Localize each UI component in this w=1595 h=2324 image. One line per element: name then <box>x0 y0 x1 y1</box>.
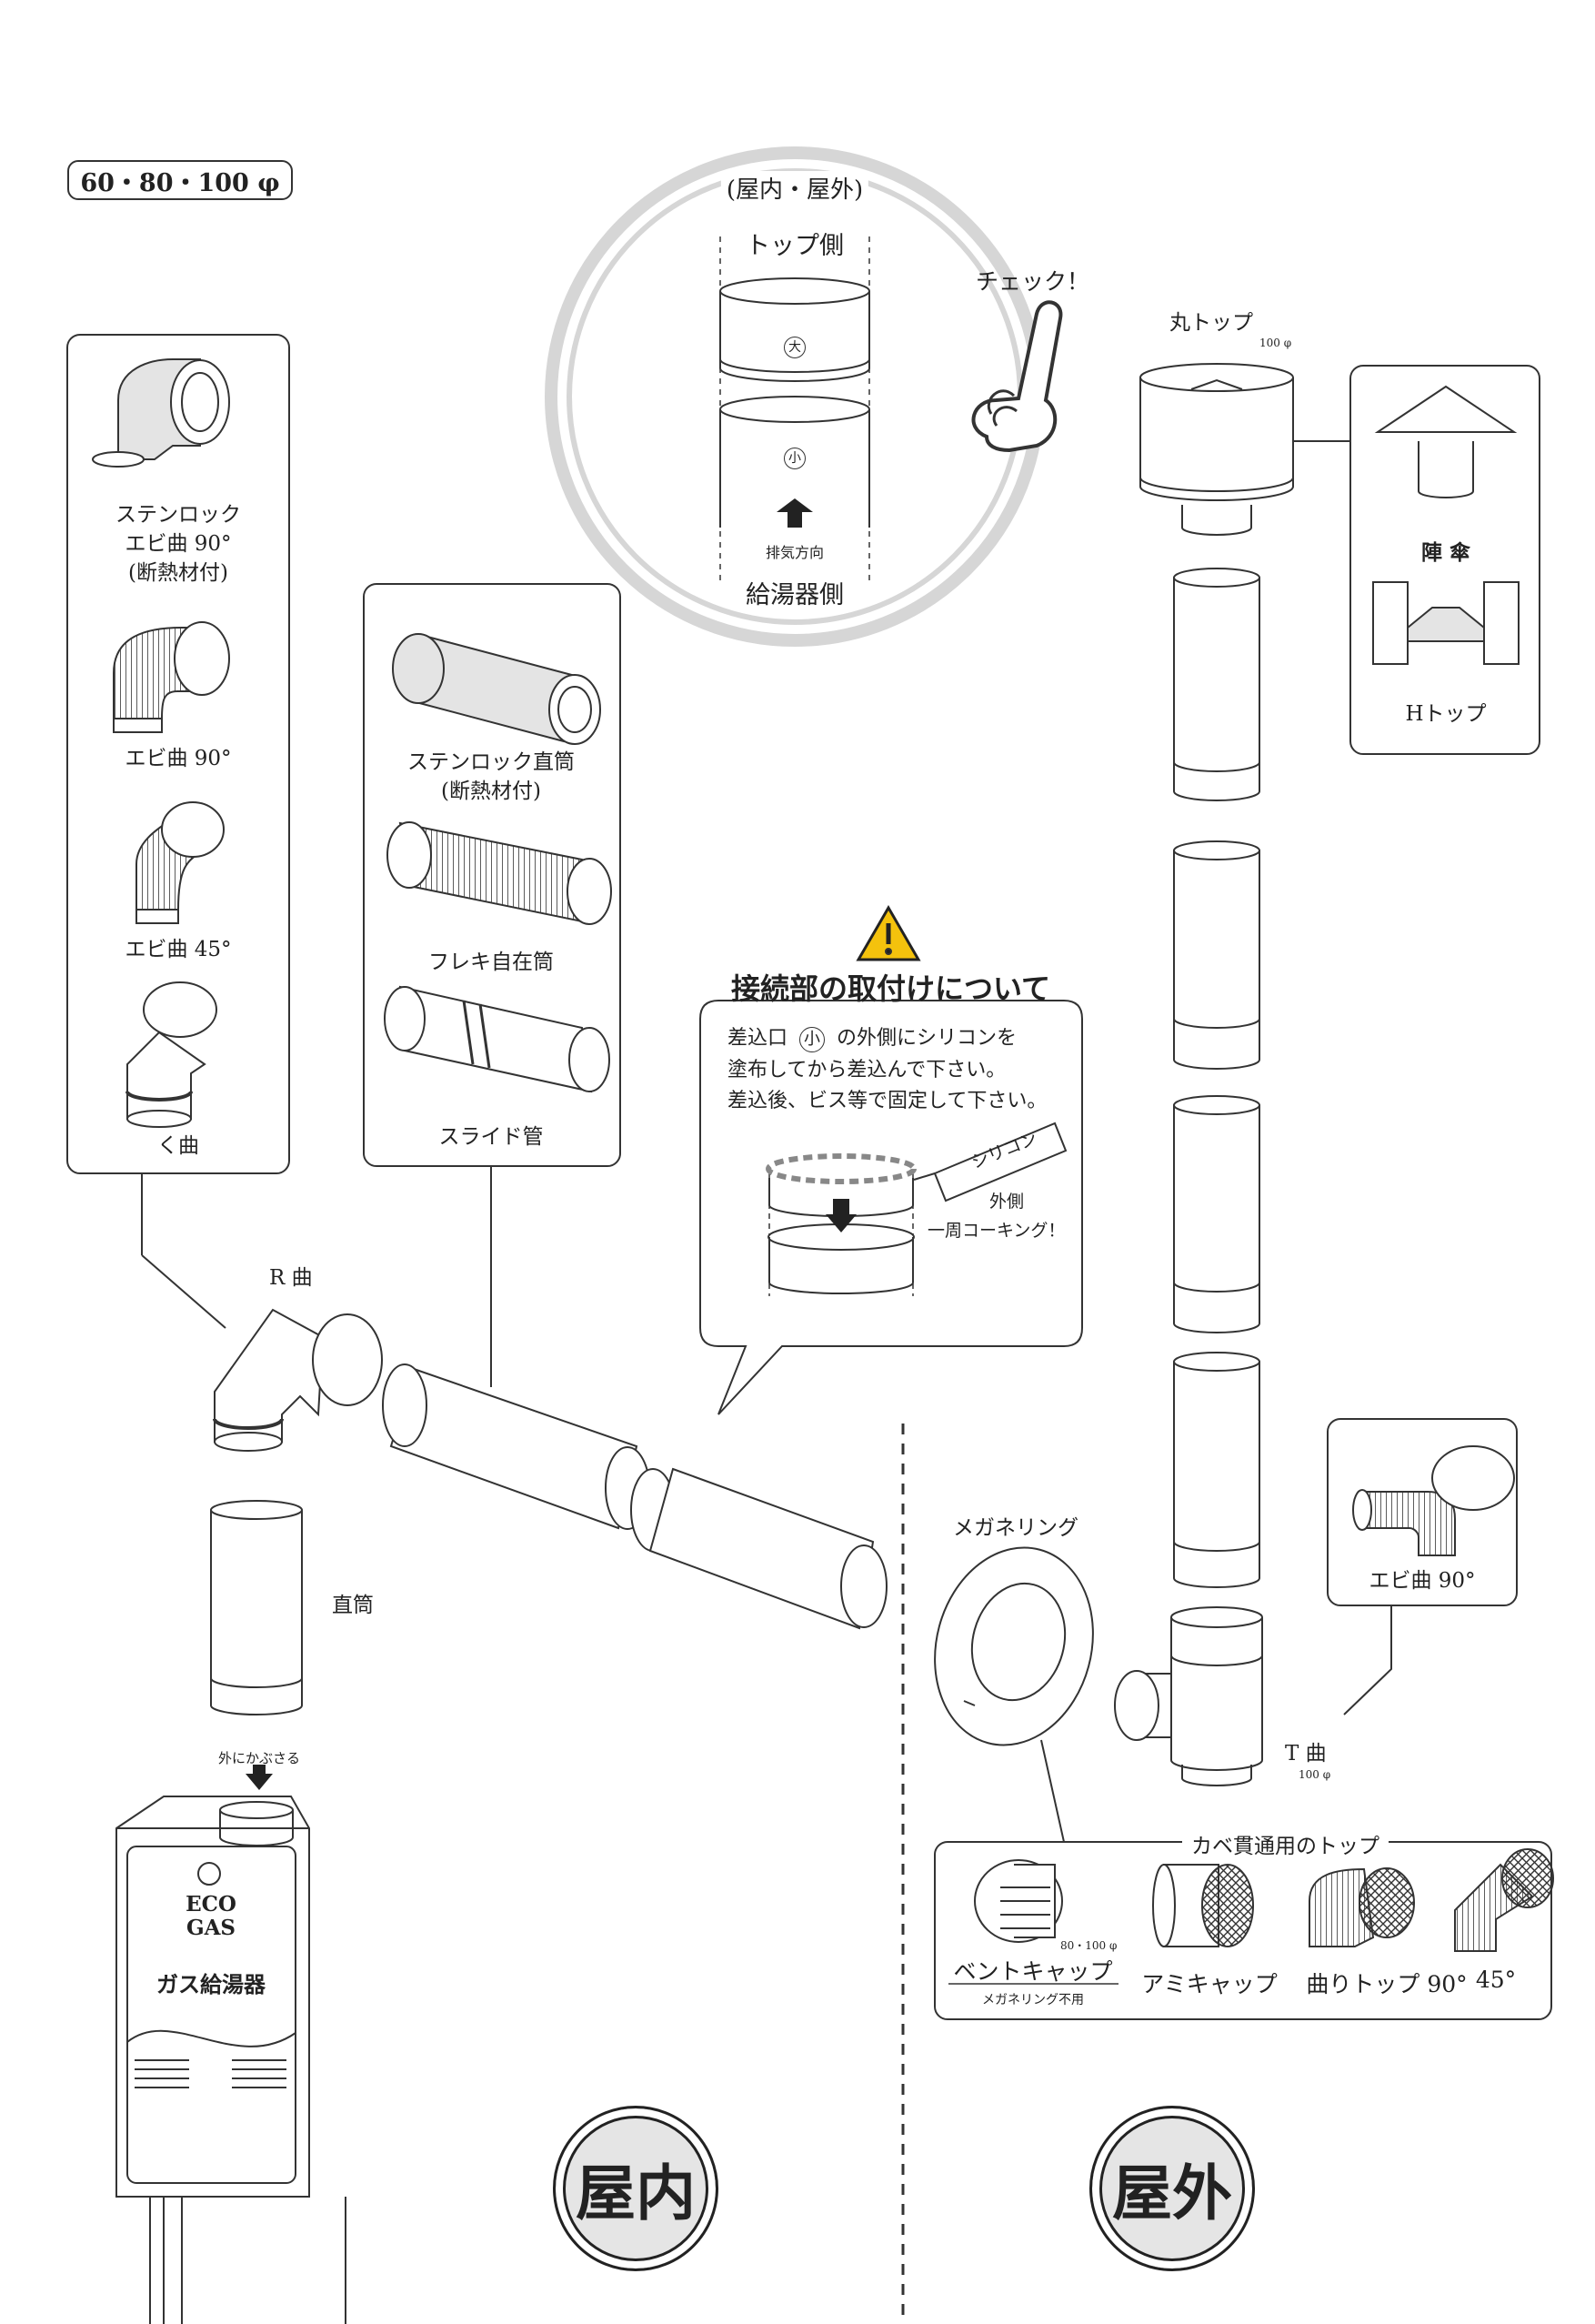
h-top-label: Hトップ <box>1405 702 1487 726</box>
indoor-straight-pipe <box>210 1500 303 1715</box>
flex-pipe <box>386 821 612 925</box>
caulking-label: 一周コーキング！ <box>928 1221 1066 1241</box>
small-mark: 小 <box>784 448 806 469</box>
jingasa <box>1374 385 1518 498</box>
indoor-badge: 屋内 <box>553 2106 718 2271</box>
slide-pipe <box>384 985 610 1093</box>
caution-line-2: 塗布してから差込んで下さい。 <box>727 1059 1007 1082</box>
flex-elbow-45 <box>135 801 225 924</box>
h-top <box>1372 581 1520 665</box>
insulated-straight-pipe <box>392 633 601 745</box>
size-pill: 60・80・100 φ <box>67 160 293 200</box>
ku-elbow <box>125 981 217 1128</box>
middle-item-2-label: フレキ自在筒 <box>428 951 554 974</box>
top-side-label: トップ側 <box>746 232 844 260</box>
middle-item-1-label2: (断熱材付) <box>441 780 541 803</box>
caution-line-3: 差込後、ビス等で固定して下さい。 <box>727 1090 1048 1112</box>
t-bend <box>1114 1606 1263 1786</box>
t-bend-label: T 曲 <box>1285 1742 1327 1766</box>
caution-line-1: 差込口 小 の外側にシリコンを <box>727 1021 1017 1052</box>
left-parts-panel <box>66 334 290 1174</box>
cover-arrow <box>246 1765 273 1790</box>
middle-item-3-label: スライド管 <box>438 1125 544 1149</box>
vent-cap-size: 80・100 φ <box>1060 1939 1118 1952</box>
heater-brand-2: GAS <box>186 1916 236 1940</box>
ami-cap-label: アミキャップ <box>1141 1971 1278 1997</box>
exhaust-direction-label: 排気方向 <box>765 544 825 561</box>
bend-top-90 <box>1309 1867 1415 1947</box>
outdoor-badge: 屋外 <box>1089 2106 1255 2271</box>
caution-small-mark: 小 <box>799 1027 826 1052</box>
heater-brand-1: ECO <box>186 1892 236 1917</box>
straight-pipe-label: 直筒 <box>332 1594 374 1617</box>
middle-item-1-label1: ステンロック直筒 <box>407 750 575 774</box>
heater-name: ガス給湯器 <box>156 1971 266 1997</box>
megane-ring-label: メガネリング <box>953 1516 1078 1540</box>
check-label: チェック！ <box>976 268 1090 295</box>
r-bend <box>213 1308 383 1452</box>
bend-top-45-label: 45° <box>1475 1967 1517 1993</box>
left-item-3-label: エビ曲 45° <box>125 938 232 961</box>
flex-elbow-90 <box>113 621 230 733</box>
outer-label: 外側 <box>989 1192 1025 1212</box>
check-circle <box>545 146 1063 647</box>
vent-cap <box>974 1859 1063 1943</box>
large-mark: 大 <box>784 337 806 358</box>
outdoor-pipes <box>1173 568 1260 1588</box>
round-top-size: 100 φ <box>1259 337 1292 349</box>
left-item-1-label1: ステンロック <box>115 503 241 527</box>
round-top-label: 丸トップ <box>1169 311 1253 335</box>
bend-top-label: 曲りトップ 90° <box>1306 1971 1468 1997</box>
left-item-2-label: エビ曲 90° <box>125 747 232 770</box>
r-bend-label: R 曲 <box>269 1266 313 1290</box>
caution-line-1b: の外側にシリコンを <box>837 1027 1018 1050</box>
ami-cap <box>1152 1864 1254 1947</box>
left-item-1-label2: エビ曲 90° <box>125 532 232 556</box>
heater-side-label: 給湯器側 <box>740 575 849 610</box>
caution-line-1a: 差込口 <box>727 1027 788 1050</box>
cover-label: 外にかぶさる <box>217 1750 301 1766</box>
round-top <box>1139 363 1294 536</box>
jingasa-label: 陣 傘 <box>1420 540 1471 565</box>
gas-water-heater <box>115 1796 346 2324</box>
bend-top-45 <box>1454 1848 1554 1952</box>
vent-cap-note: メガネリング不用 <box>982 1993 1084 2007</box>
insulated-elbow-90 <box>92 358 230 468</box>
caution-title: 接続部の取付けについて <box>731 971 1051 1006</box>
left-item-1-label3: (断熱材付) <box>128 561 228 585</box>
check-circle-title: (屋内・屋外) <box>720 171 869 205</box>
indoor-long-pipe <box>382 1363 888 1630</box>
outdoor-elbow-label: エビ曲 90° <box>1369 1569 1476 1593</box>
wall-tops-title: カベ貫通用のトップ <box>1182 1828 1389 1859</box>
vent-cap-label: ベントキャップ <box>953 1958 1113 1985</box>
top-variants-panel <box>1349 365 1540 755</box>
caution-bubble <box>699 905 1083 1415</box>
elbow-panel <box>1327 1418 1518 1606</box>
t-bend-size: 100 φ <box>1299 1768 1331 1781</box>
outdoor-elbow-90 <box>1352 1445 1515 1556</box>
left-item-4-label: く曲 <box>157 1134 199 1158</box>
megane-ring <box>934 1546 1094 1746</box>
